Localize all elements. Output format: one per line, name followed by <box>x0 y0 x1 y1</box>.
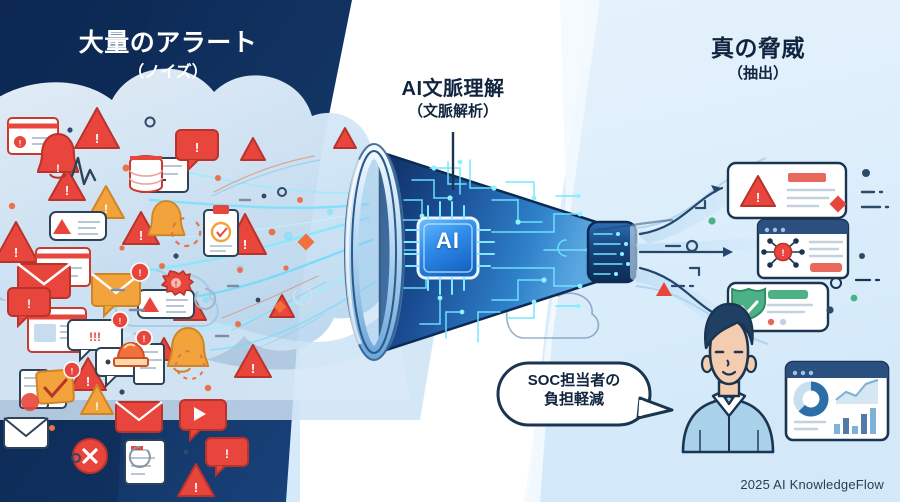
svg-text:!: ! <box>19 139 22 148</box>
right-panel-title: 真の脅威 （抽出） <box>648 35 868 83</box>
svg-text:!: ! <box>86 374 90 389</box>
svg-text:!: ! <box>119 317 122 326</box>
bubble-line-2: 負担軽減 <box>543 390 604 408</box>
svg-text:!: ! <box>95 401 99 413</box>
threat-card-network: ! <box>756 218 850 280</box>
threat-card-warning: ! <box>726 161 848 220</box>
ai-chip-label: AI <box>436 228 460 253</box>
soc-analyst-person <box>681 302 775 454</box>
svg-text:!: ! <box>104 202 108 216</box>
footer-credit: 2025 AI KnowledgeFlow <box>740 477 884 492</box>
left-title-main: 大量のアラート <box>78 29 258 57</box>
svg-text:!: ! <box>194 480 198 495</box>
funnel-rim <box>344 143 405 361</box>
left-panel-title: 大量のアラート （ノイズ） <box>38 29 298 82</box>
svg-text:!: ! <box>14 245 18 260</box>
svg-text:!: ! <box>95 131 99 146</box>
svg-text:!: ! <box>143 334 146 344</box>
left-title-sub: （ノイズ） <box>128 63 208 81</box>
speech-bubble-text: SOC担当者の 負担軽減 <box>508 372 640 410</box>
funnel-spout <box>586 220 638 284</box>
svg-text:!: ! <box>139 268 142 278</box>
svg-text:!: ! <box>782 248 785 258</box>
svg-text:!: ! <box>56 163 60 175</box>
svg-text:!: ! <box>243 237 247 252</box>
threat-card-shield <box>726 281 830 333</box>
svg-text:!: ! <box>756 190 760 205</box>
center-panel-title: AI文脈理解 （文脈解析） <box>358 78 548 121</box>
svg-text:!: ! <box>65 183 69 198</box>
svg-text:!: ! <box>139 228 143 243</box>
svg-text:!: ! <box>251 361 255 376</box>
svg-text:!: ! <box>71 367 74 376</box>
center-title-sub: （文脈解析） <box>407 103 498 120</box>
svg-text:!!!: !!! <box>89 330 101 344</box>
ai-chip <box>401 201 495 295</box>
center-title-main: AI文脈理解 <box>401 78 505 100</box>
right-title-main: 真の脅威 <box>711 35 805 61</box>
svg-text:!: ! <box>195 140 199 155</box>
svg-text:!: ! <box>175 280 178 289</box>
svg-text:!: ! <box>225 447 229 461</box>
svg-text:!: ! <box>27 297 31 311</box>
bubble-line-1: SOC担当者の <box>527 372 621 389</box>
speech-bubble <box>496 361 674 427</box>
analyst-dashboard <box>784 360 890 442</box>
noise-icon-swarm: ! ! ! ! ! ! ! ! ! ! ! ! <box>0 107 357 497</box>
right-title-sub: （抽出） <box>727 65 788 83</box>
